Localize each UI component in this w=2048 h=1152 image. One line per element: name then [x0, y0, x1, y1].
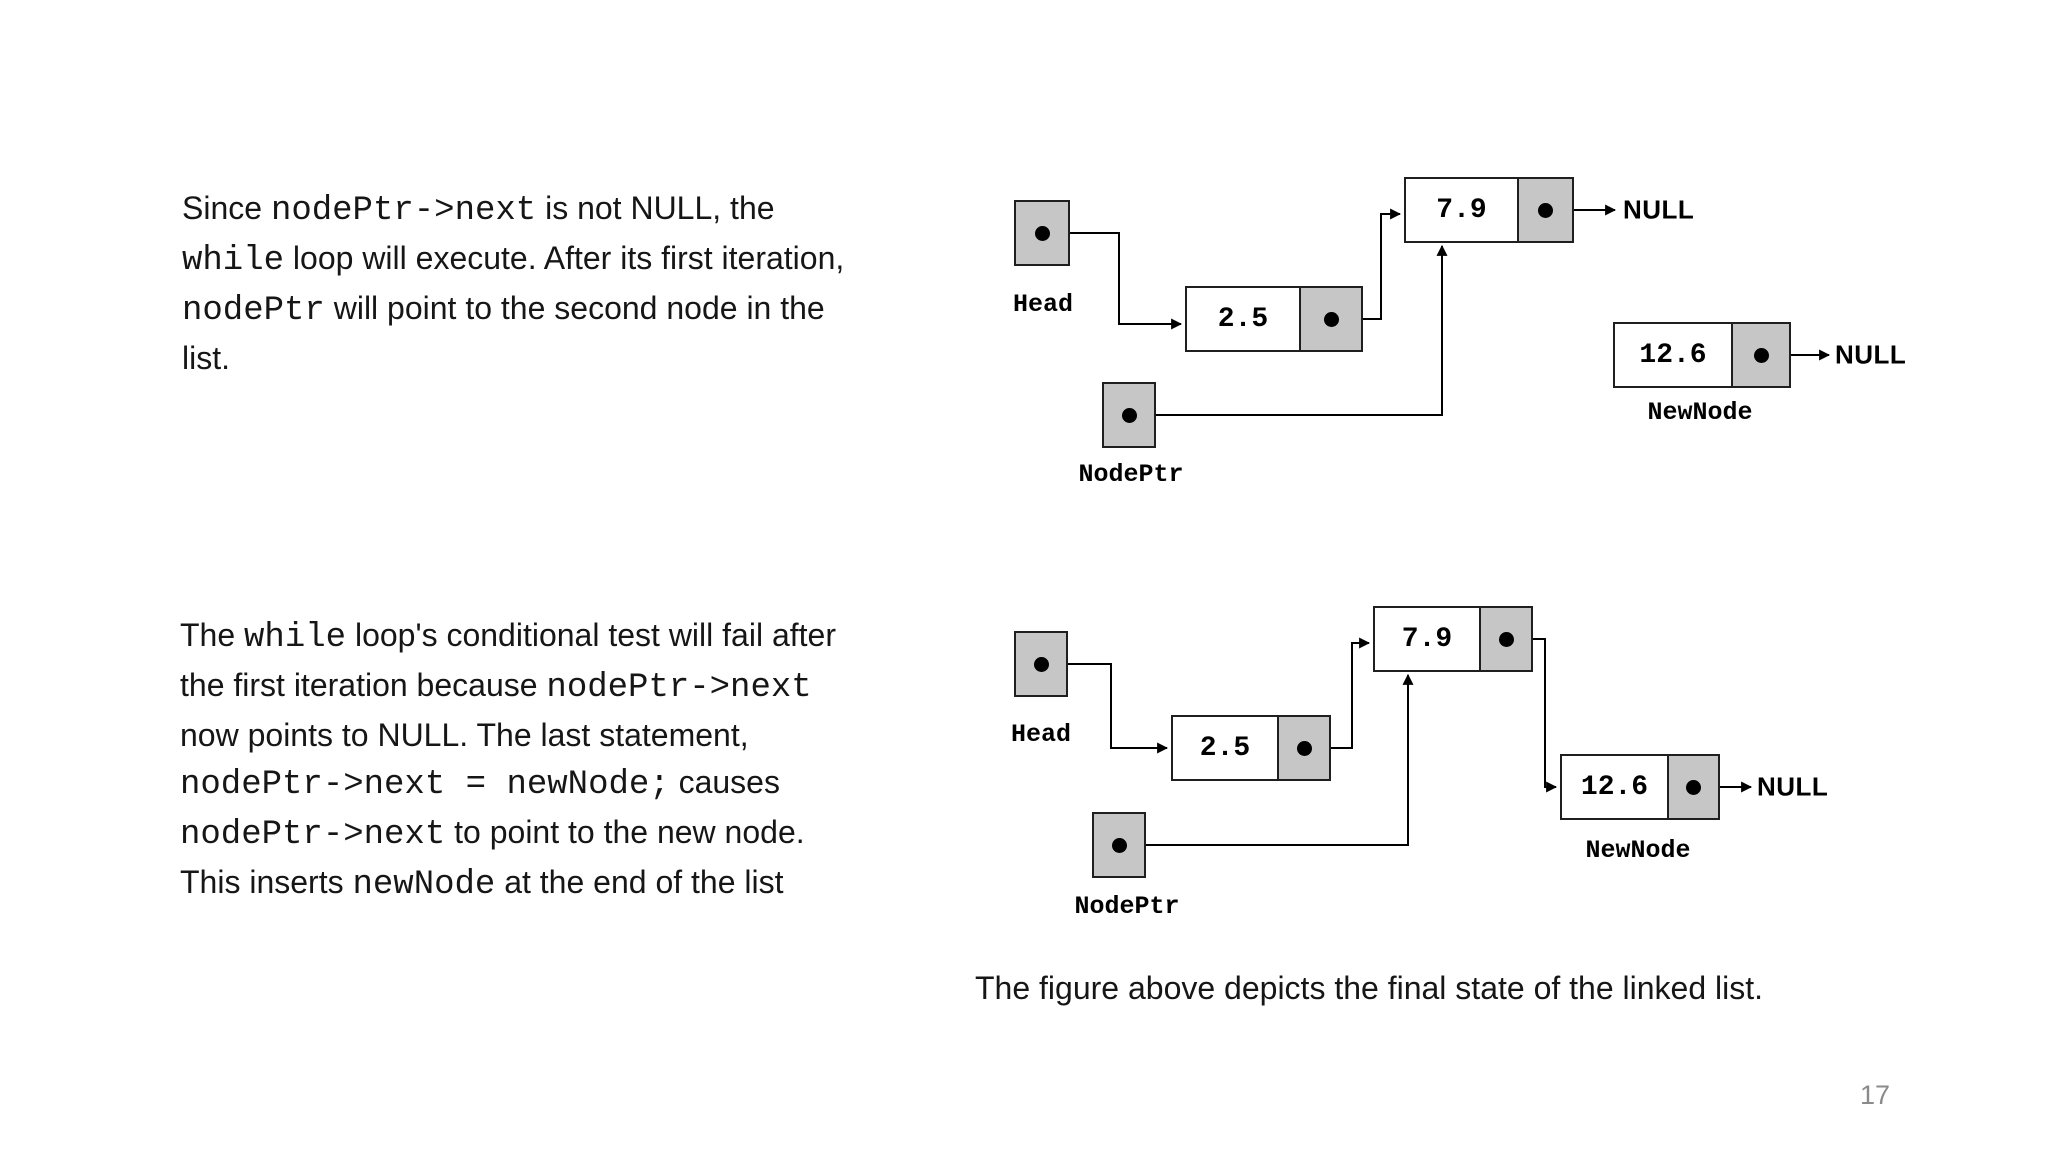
- head-pointer-box: [1014, 200, 1070, 266]
- text-line: This inserts newNode at the end of the l…: [180, 859, 836, 909]
- text-line: The while loop's conditional test will f…: [180, 612, 836, 662]
- nodeptr-pointer-box: [1092, 812, 1146, 878]
- prose-span: will point to the second node in the: [324, 290, 825, 326]
- null-label: NULL: [1757, 771, 1829, 802]
- node-value: 12.6: [1615, 324, 1733, 386]
- node-value: 7.9: [1406, 179, 1519, 241]
- figure-1-linked-list-before-insert: Head 2.5 7.9 NULL 12.6 NULL NewNode Node…: [1005, 150, 1920, 520]
- page-number: 17: [1860, 1080, 1891, 1110]
- code-span: nodePtr->next: [270, 192, 537, 230]
- prose-span: now points to NULL. The last statement,: [180, 717, 749, 753]
- node-12-6-newnode: 12.6: [1560, 754, 1720, 820]
- null-label: NULL: [1623, 194, 1695, 225]
- node-next-cell: [1733, 324, 1789, 386]
- node-2-5: 2.5: [1185, 286, 1363, 352]
- figure-2-linked-list-final-state: Head 2.5 7.9 12.6 NULL NewNode NodePtr: [1005, 590, 1920, 940]
- text-line: now points to NULL. The last statement,: [180, 712, 836, 759]
- nodeptr-label: NodePtr: [1078, 460, 1184, 489]
- pointer-dot-icon: [1498, 631, 1514, 647]
- node-value: 7.9: [1375, 608, 1481, 670]
- node-12-6-newnode: 12.6: [1613, 322, 1791, 388]
- arrow-head-to-node1: [1042, 232, 1183, 330]
- text-line: the first iteration because nodePtr->nex…: [180, 662, 836, 712]
- arrow-nodeptr-to-node2: [1129, 244, 1448, 416]
- text-line: while loop will execute. After its first…: [182, 235, 844, 285]
- node-2-5: 2.5: [1171, 715, 1331, 781]
- arrow-nodeptr-to-node2: [1119, 673, 1414, 846]
- head-pointer-box: [1014, 631, 1068, 697]
- pointer-dot-icon: [1323, 311, 1339, 327]
- figure-caption: The figure above depicts the final state…: [975, 970, 1764, 1006]
- newnode-label: NewNode: [1647, 398, 1753, 427]
- pointer-dot-icon: [1538, 202, 1553, 218]
- node-next-cell: [1481, 608, 1531, 670]
- pointer-dot-icon: [1296, 740, 1312, 756]
- prose-span: causes: [669, 764, 780, 800]
- code-span: newNode: [352, 866, 496, 904]
- prose-span: to point to the new node.: [445, 814, 805, 850]
- head-label: Head: [1012, 290, 1074, 319]
- newnode-label: NewNode: [1585, 836, 1691, 865]
- code-span: while: [244, 619, 347, 657]
- prose-span: This inserts: [180, 864, 353, 900]
- prose-span: loop will execute. After its first itera…: [284, 240, 845, 276]
- code-span: nodePtr: [182, 292, 325, 330]
- node-next-cell: [1519, 179, 1572, 241]
- prose-span: is not NULL, the: [536, 190, 775, 226]
- paragraph-2: The while loop's conditional test will f…: [180, 612, 836, 909]
- node-value: 2.5: [1173, 717, 1279, 779]
- node-7-9: 7.9: [1373, 606, 1533, 672]
- prose-span: Since: [182, 190, 271, 226]
- prose-span: at the end of the list: [495, 864, 784, 900]
- pointer-dot-icon: [1753, 347, 1769, 363]
- nodeptr-label: NodePtr: [1074, 892, 1180, 921]
- pointer-dot-icon: [1111, 837, 1127, 853]
- nodeptr-pointer-box: [1102, 382, 1156, 448]
- text-line: nodePtr->next to point to the new node.: [180, 809, 836, 859]
- text-line: nodePtr->next = newNode; causes: [180, 759, 836, 809]
- text-line: Since nodePtr->next is not NULL, the: [182, 185, 844, 235]
- node-7-9: 7.9: [1404, 177, 1574, 243]
- node-next-cell: [1279, 717, 1329, 779]
- pointer-dot-icon: [1033, 656, 1049, 672]
- code-span: nodePtr->next = newNode;: [180, 766, 670, 804]
- node-next-cell: [1669, 756, 1718, 818]
- code-span: while: [182, 242, 285, 280]
- paragraph-1: Since nodePtr->next is not NULL, the whi…: [182, 185, 844, 382]
- node-value: 2.5: [1187, 288, 1301, 350]
- node-value: 12.6: [1562, 756, 1669, 818]
- node-next-cell: [1301, 288, 1361, 350]
- text-line: nodePtr will point to the second node in…: [182, 285, 844, 335]
- pointer-dot-icon: [1121, 407, 1137, 423]
- prose-span: list.: [182, 340, 230, 376]
- prose-span: The: [180, 617, 245, 653]
- text-line: list.: [182, 335, 844, 382]
- arrow-head-to-node1: [1041, 663, 1169, 754]
- head-label: Head: [1010, 720, 1072, 749]
- code-span: nodePtr->next: [180, 816, 446, 854]
- pointer-dot-icon: [1034, 225, 1050, 241]
- null-label: NULL: [1835, 339, 1907, 370]
- prose-span: the first iteration because: [180, 667, 547, 703]
- pointer-dot-icon: [1686, 779, 1701, 795]
- prose-span: loop's conditional test will fail after: [346, 617, 836, 653]
- code-span: nodePtr->next: [546, 669, 812, 707]
